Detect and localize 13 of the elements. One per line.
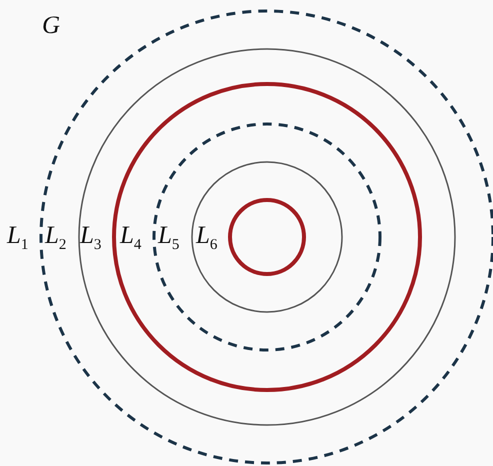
ring-label: L$_{4}$ <box>120 222 142 255</box>
ring <box>80 81 423 393</box>
ring-label: L$_{5}$ <box>158 222 180 255</box>
ring <box>158 159 345 315</box>
ring <box>120 121 383 353</box>
ring-label: L$_{2}$ <box>45 222 66 255</box>
ring-label: L$_{3}$ <box>80 222 102 255</box>
ring-label: L$_{6}$ <box>196 222 218 255</box>
ring <box>196 197 307 277</box>
ring <box>45 46 458 428</box>
ring-label: L$_{1}$ <box>7 222 28 255</box>
ring <box>7 8 493 466</box>
set-label: G <box>42 12 60 40</box>
